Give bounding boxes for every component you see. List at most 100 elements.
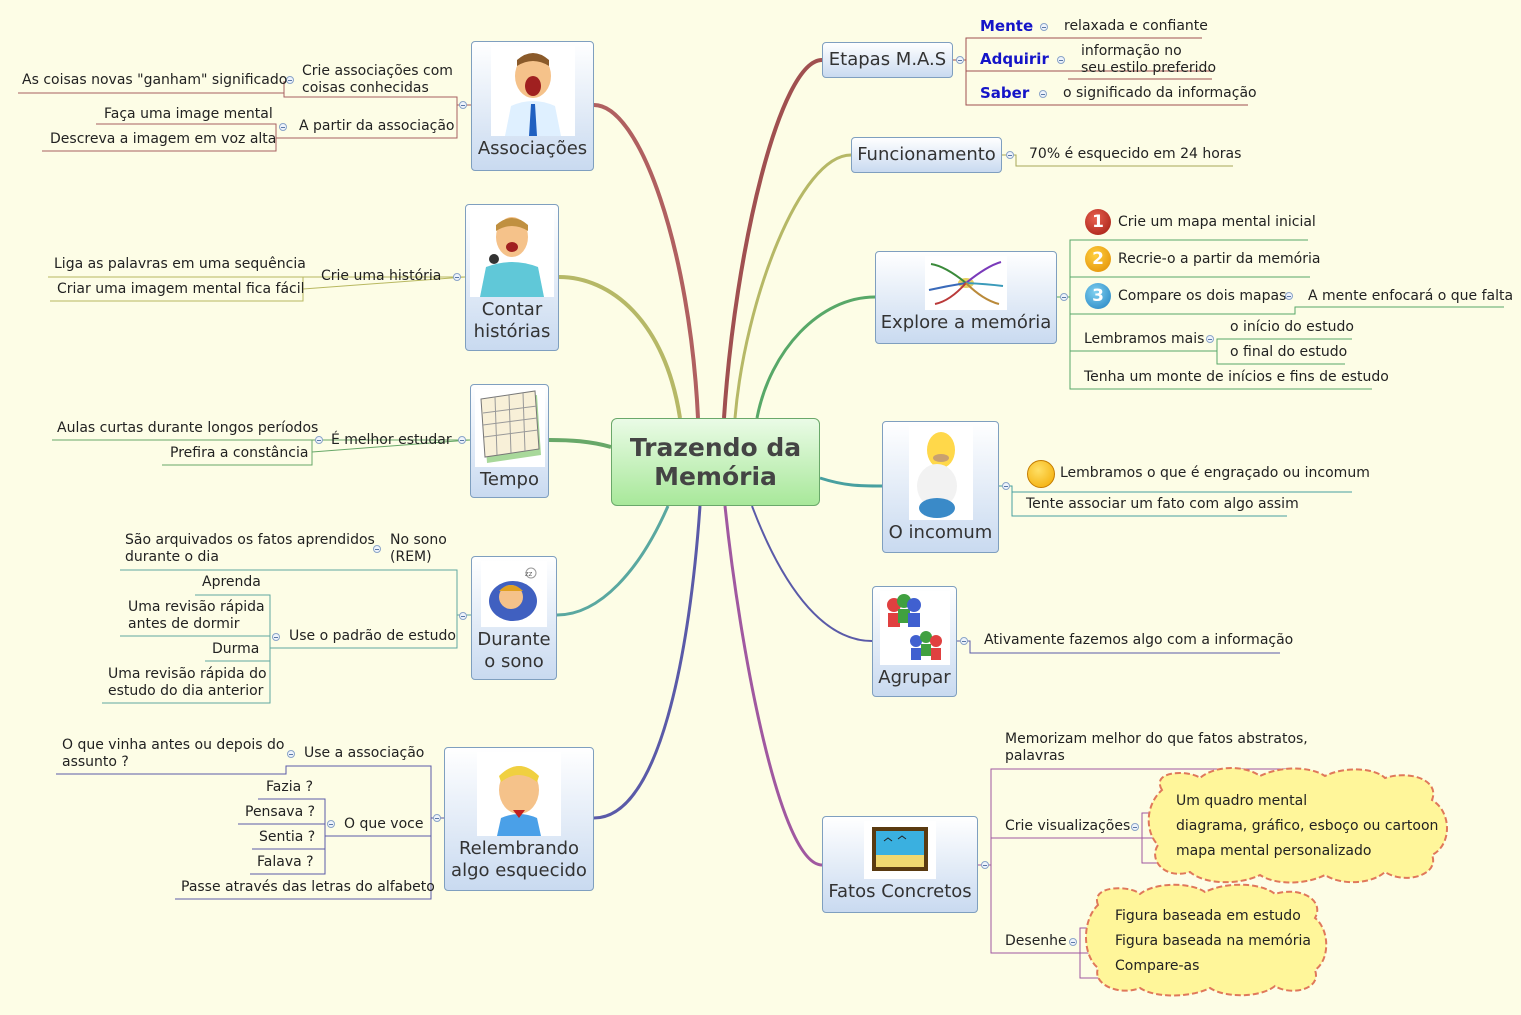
central-title-line2: Memória <box>654 462 777 491</box>
collapse-toggle[interactable] <box>315 436 323 444</box>
fatos-sub2-c1: Um quadro mental <box>1176 793 1308 809</box>
associacoes-sub1-line2: coisas conhecidas <box>302 80 429 96</box>
topic-associacoes-title: Associações <box>477 138 588 159</box>
topic-funcionamento[interactable]: Funcionamento <box>851 137 1002 173</box>
explore-step3: Compare os dois mapas <box>1118 288 1287 304</box>
explore-tenha: Tenha um monte de inícios e fins de estu… <box>1084 369 1389 385</box>
relembrando-sub2-c2: Pensava ? <box>245 804 316 820</box>
collapse-toggle[interactable] <box>279 123 287 131</box>
sono-sub2-c4-line1: Uma revisão rápida do <box>108 666 267 682</box>
funcionamento-child: 70% é esquecido em 24 horas <box>1029 146 1242 162</box>
topic-fatos-title: Fatos Concretos <box>828 881 972 902</box>
topic-sono-title-line1: Durante <box>477 629 551 650</box>
sono-sub2-c3: Durma <box>212 641 260 657</box>
sono-sub1-child-line2: durante o dia <box>125 549 219 565</box>
collapse-toggle[interactable] <box>327 820 335 828</box>
incomum-child1: Lembramos o que é engraçado ou incomum <box>1060 465 1370 481</box>
collapse-toggle[interactable] <box>956 56 964 64</box>
collapse-toggle[interactable] <box>1002 482 1010 490</box>
topic-etapas-mas[interactable]: Etapas M.A.S <box>822 42 953 78</box>
collapse-toggle[interactable] <box>1006 151 1014 159</box>
mas-key-adquirir: Adquirir <box>980 50 1049 68</box>
collapse-toggle[interactable] <box>373 545 381 553</box>
topic-relembrando-title-line1: Relembrando <box>458 838 580 859</box>
collapse-toggle[interactable] <box>459 612 467 620</box>
collapse-toggle[interactable] <box>453 273 461 281</box>
collapse-toggle[interactable] <box>981 861 989 869</box>
collapse-toggle[interactable] <box>1040 23 1048 31</box>
topic-durante-o-sono[interactable]: zz Durante o sono <box>471 556 557 680</box>
agrupar-child: Ativamente fazemos algo com a informação <box>984 632 1294 648</box>
sono-sub1-child-line1: São arquivados os fatos aprendidos <box>125 532 375 548</box>
explore-lembramos-c2: o final do estudo <box>1230 344 1348 360</box>
topic-contar-title-line1: Contar <box>481 299 543 320</box>
sono-sub2-c2-line1: Uma revisão rápida <box>128 599 265 615</box>
associacoes-sub2-child2: Descreva a imagem em voz alta <box>50 131 277 147</box>
historias-sub1-child1: Liga as palavras em uma sequência <box>54 256 306 272</box>
number-3-icon: 3 <box>1085 283 1111 309</box>
explore-lembramos-c1: o início do estudo <box>1230 319 1354 335</box>
sono-sub2-c2-line2: antes de dormir <box>128 616 240 632</box>
collapse-toggle[interactable] <box>1069 938 1077 946</box>
collapse-toggle[interactable] <box>286 76 294 84</box>
fatos-sub2-label: Crie visualizações <box>1005 818 1131 834</box>
topic-associacoes[interactable]: Associações <box>471 41 594 171</box>
fatos-sub3-label: Desenhe <box>1005 933 1067 949</box>
svg-text:zz: zz <box>525 570 533 578</box>
associacoes-sub2-child1: Faça uma image mental <box>104 106 273 122</box>
topic-relembrando-title-line2: algo esquecido <box>451 860 587 881</box>
relembrando-sub2-c3: Sentia ? <box>259 829 316 845</box>
laughing-face-icon <box>1027 460 1055 488</box>
fatos-sub3-c3: Compare-as <box>1115 958 1200 974</box>
collapse-toggle[interactable] <box>1206 335 1214 343</box>
collapse-toggle[interactable] <box>1285 292 1293 300</box>
topic-tempo[interactable]: Tempo <box>470 384 549 498</box>
collapse-toggle[interactable] <box>458 436 466 444</box>
mas-value-adquirir-line1: informação no <box>1081 43 1182 59</box>
topic-contar-title-line2: histórias <box>473 321 551 342</box>
topic-contar-historias[interactable]: Contar histórias <box>465 204 559 351</box>
sono-sub2-c4-line2: estudo do dia anterior <box>108 683 264 699</box>
collapse-toggle[interactable] <box>287 750 295 758</box>
collapse-toggle[interactable] <box>272 633 280 641</box>
explore-step3-child: A mente enfocará o que falta <box>1308 288 1514 304</box>
topic-fatos-concretos[interactable]: Fatos Concretos <box>822 816 978 913</box>
associacoes-sub1-child1: As coisas novas "ganham" significado <box>22 72 288 88</box>
topic-sono-title-line2: o sono <box>484 651 544 672</box>
explore-step1: Crie um mapa mental inicial <box>1118 214 1316 230</box>
cloud-visualizacoes <box>1147 767 1448 884</box>
cloud-desenhe <box>1085 883 1328 997</box>
collapse-toggle[interactable] <box>1060 293 1068 301</box>
sono-sub2-label: Use o padrão de estudo <box>289 628 456 644</box>
fatos-sub3-c1: Figura baseada em estudo <box>1115 908 1301 924</box>
relembrando-sub2-c4: Falava ? <box>257 854 314 870</box>
topic-tempo-title: Tempo <box>480 469 539 490</box>
topic-explore-a-memoria[interactable]: Explore a memória <box>875 251 1057 344</box>
collapse-toggle[interactable] <box>1131 823 1139 831</box>
number-1-icon: 1 <box>1085 209 1111 235</box>
topic-agrupar[interactable]: Agrupar <box>872 586 957 697</box>
group-figures-image <box>879 591 950 665</box>
collapse-toggle[interactable] <box>1057 56 1065 64</box>
sono-sub2-c1: Aprenda <box>202 574 261 590</box>
fatos-sub2-c2: diagrama, gráfico, esboço ou cartoon <box>1176 818 1439 834</box>
collapse-toggle[interactable] <box>960 637 968 645</box>
topic-incomum-title: O incomum <box>888 522 993 543</box>
associacoes-sub1-line1: Crie associações com <box>302 63 453 79</box>
relembrando-sub1-child-line2: assunto ? <box>62 754 129 770</box>
central-topic[interactable]: Trazendo da Memória <box>611 418 820 506</box>
topic-o-incomum[interactable]: O incomum <box>882 421 999 553</box>
framed-picture-image <box>864 821 936 879</box>
topic-relembrando[interactable]: Relembrando algo esquecido <box>444 747 594 891</box>
incomum-child2: Tente associar um fato com algo assim <box>1026 496 1299 512</box>
fatos-sub1-line1: Memorizam melhor do que fatos abstratos, <box>1005 731 1308 747</box>
mind-map-image <box>925 256 1007 310</box>
fatos-sub3-c2: Figura baseada na memória <box>1115 933 1311 949</box>
relembrando-sub1-label: Use a associação <box>304 745 425 761</box>
tempo-sub1-child2: Prefira a constância <box>170 445 309 461</box>
collapse-toggle[interactable] <box>1039 90 1047 98</box>
topic-funcionamento-title: Funcionamento <box>857 144 996 165</box>
collapse-toggle[interactable] <box>433 814 441 822</box>
collapse-toggle[interactable] <box>459 101 467 109</box>
